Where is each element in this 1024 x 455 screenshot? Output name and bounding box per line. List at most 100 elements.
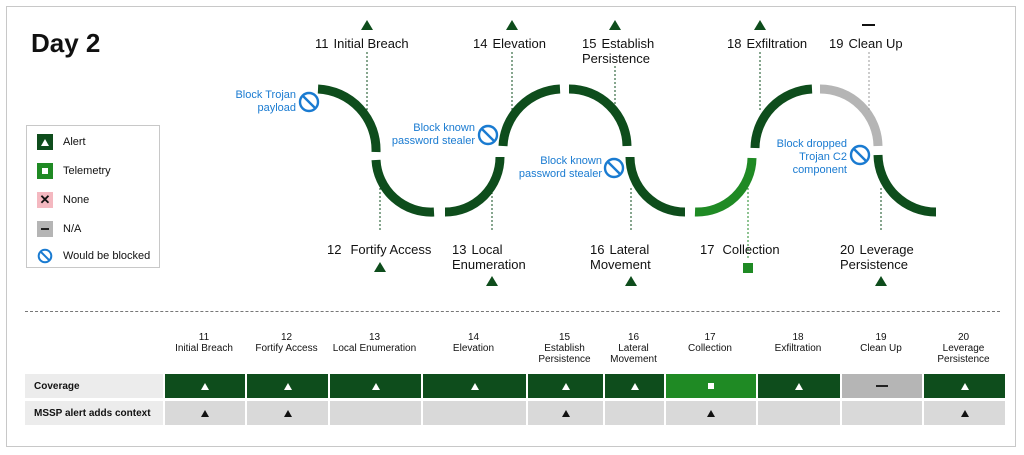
coverage-cell-na xyxy=(840,374,922,398)
column-number: 15 xyxy=(558,332,571,343)
coverage-cell-alert xyxy=(526,374,603,398)
alert-marker-20 xyxy=(875,276,887,286)
block-note-password-stealer-1: Block known password stealer xyxy=(391,122,475,147)
legend-label: Telemetry xyxy=(63,165,111,177)
na-marker-19 xyxy=(862,24,875,26)
arc-step-18 xyxy=(750,84,813,149)
alert-marker-18 xyxy=(754,20,766,30)
coverage-cell-alert xyxy=(603,374,664,398)
column-name: Leverage Persistence xyxy=(937,343,990,365)
legend-item-na: N/A xyxy=(37,220,81,238)
alert-triangle-icon xyxy=(561,409,570,417)
page-title: Day 2 xyxy=(31,28,101,58)
coverage-cell-alert xyxy=(163,374,245,398)
alert-triangle-icon xyxy=(470,382,479,390)
alert-triangle-icon xyxy=(371,382,380,390)
table-row-label: MSSP alert adds context xyxy=(25,401,163,425)
blocked-icon xyxy=(477,124,499,146)
column-name: Lateral Movement xyxy=(610,343,657,365)
column-name: Initial Breach xyxy=(175,343,233,354)
mssp-context-cell xyxy=(664,401,756,425)
arc-step-15 xyxy=(568,84,632,147)
alert-triangle-icon xyxy=(960,409,969,417)
blocked-icon xyxy=(603,157,625,179)
mssp-context-cell xyxy=(840,401,922,425)
alert-triangle-icon xyxy=(283,382,292,390)
mssp-context-cell xyxy=(603,401,664,425)
mssp-context-cell xyxy=(163,401,245,425)
coverage-cell-alert xyxy=(328,374,421,398)
alert-marker-15 xyxy=(609,20,621,30)
legend-label: None xyxy=(63,194,90,206)
alert-triangle-icon xyxy=(201,409,209,417)
arc-step-13 xyxy=(444,156,505,217)
table-row-label: Coverage xyxy=(25,374,163,398)
alert-triangle-icon xyxy=(37,134,53,150)
mssp-context-cell xyxy=(421,401,526,425)
column-name: Elevation xyxy=(452,343,495,354)
alert-marker-14 xyxy=(506,20,518,30)
column-number: 17 xyxy=(704,332,716,343)
section-divider xyxy=(25,311,1000,312)
column-number: 13 xyxy=(368,332,381,343)
alert-marker-11 xyxy=(361,20,373,30)
alert-triangle-icon xyxy=(630,382,639,390)
alert-marker-12 xyxy=(374,262,386,272)
na-dash-icon xyxy=(37,221,53,237)
mssp-context-cell xyxy=(922,401,1005,425)
telemetry-square-icon xyxy=(708,383,714,389)
mssp-context-cell xyxy=(756,401,840,425)
column-number: 19 xyxy=(875,332,887,343)
mssp-context-cell xyxy=(245,401,328,425)
legend-item-none: ✕ None xyxy=(37,191,89,209)
blocked-icon xyxy=(298,91,320,113)
alert-marker-13 xyxy=(486,276,498,286)
alert-triangle-icon xyxy=(201,382,209,390)
coverage-cell-alert xyxy=(245,374,328,398)
column-name: Fortify Access xyxy=(255,343,318,354)
attack-flow-diagram xyxy=(298,20,937,286)
column-number: 16 xyxy=(627,332,640,343)
alert-triangle-icon xyxy=(795,382,803,390)
arc-step-11 xyxy=(317,84,381,153)
alert-marker-16 xyxy=(625,276,637,286)
telemetry-square-icon xyxy=(37,163,53,179)
legend-item-alert: Alert xyxy=(37,133,86,151)
block-note-password-stealer-2: Block known password stealer xyxy=(518,155,602,180)
coverage-cell-telemetry xyxy=(664,374,756,398)
mssp-context-cell xyxy=(526,401,603,425)
alert-triangle-icon xyxy=(561,382,570,390)
arc-step-16 xyxy=(625,156,686,217)
column-number: 20 xyxy=(957,332,970,343)
column-name: Local Enumeration xyxy=(332,343,417,354)
coverage-cell-alert xyxy=(756,374,840,398)
telemetry-marker-17 xyxy=(743,263,753,273)
column-number: 14 xyxy=(467,332,480,343)
alert-triangle-icon xyxy=(283,409,292,417)
column-name: Exfiltration xyxy=(774,343,822,354)
alert-triangle-icon xyxy=(960,382,969,390)
legend-item-blocked: Would be blocked xyxy=(37,247,150,265)
coverage-cell-alert xyxy=(421,374,526,398)
legend-label: Would be blocked xyxy=(63,250,151,262)
